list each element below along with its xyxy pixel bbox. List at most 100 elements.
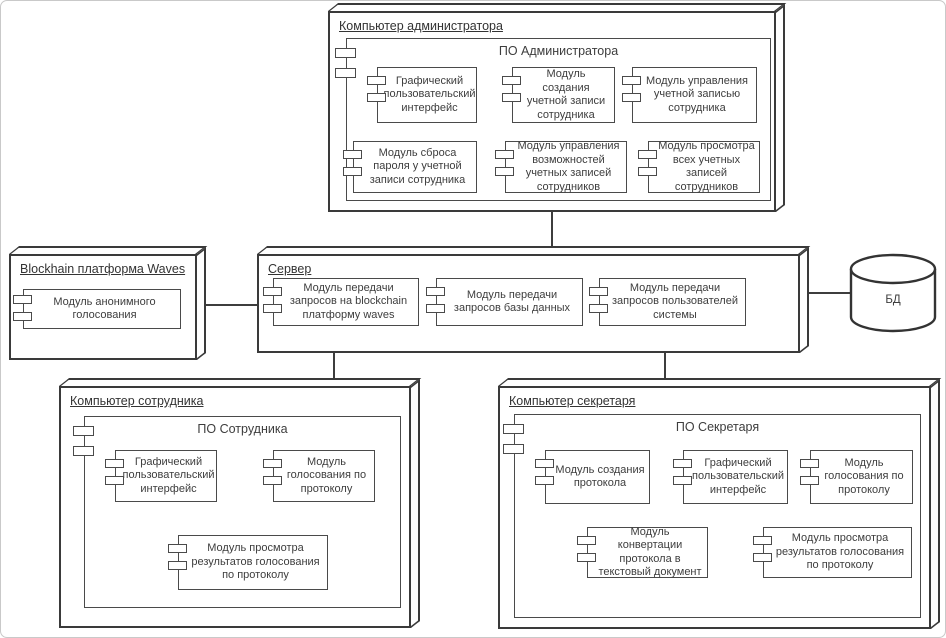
- connector-waves-server: [205, 304, 257, 306]
- component-label: Модуль передачи запросов базы данных: [453, 288, 571, 315]
- software-admin: ПО Администратора Графический пользовате…: [335, 38, 771, 201]
- component-icon: [673, 459, 692, 468]
- component-icon: [73, 426, 94, 436]
- software-label: ПО Секретаря: [675, 420, 760, 434]
- component-label: Модуль просмотра всех учетных записей со…: [658, 140, 755, 193]
- software-label: ПО Сотрудника: [197, 422, 288, 436]
- component-label: Графический пользовательский интерфейс: [691, 456, 785, 496]
- component-icon: [622, 93, 641, 102]
- component-employee-view-results: Модуль просмотра результатов голосования…: [168, 535, 328, 590]
- component-icon: [105, 476, 124, 485]
- component-label: Модуль просмотра результатов голосования…: [191, 542, 320, 582]
- node-admin-computer: Компьютер администратора ПО Администрато…: [328, 11, 776, 212]
- connector-server-employee: [333, 352, 335, 387]
- node-employee-computer: Компьютер сотрудника ПО Сотрудника Графи…: [59, 386, 411, 628]
- component-icon: [502, 93, 521, 102]
- component-icon: [343, 167, 362, 176]
- component-label: Модуль конвертации протокола в текстовый…: [598, 525, 702, 579]
- component-icon: [589, 287, 608, 296]
- node-label: Компьютер сотрудника: [70, 394, 204, 408]
- component-icon: [495, 150, 514, 159]
- component-server-user-requests: Модуль передачи запросов пользователей с…: [589, 278, 746, 326]
- component-label: Модуль передачи запросов пользователей с…: [612, 281, 738, 321]
- component-label: Модуль управления возможностей учетных з…: [517, 140, 620, 193]
- component-label: Модуль просмотра результатов голосования…: [775, 532, 905, 572]
- software-label: ПО Администратора: [498, 44, 619, 58]
- component-icon: [495, 167, 514, 176]
- component-icon: [638, 167, 657, 176]
- component-secretary-view-results: Модуль просмотра результатов голосования…: [753, 527, 912, 578]
- component-icon: [168, 544, 187, 553]
- component-secretary-gui: Графический пользовательский интерфейс: [673, 450, 788, 504]
- connector-server-db: [807, 292, 851, 294]
- connector-admin-server: [551, 212, 553, 254]
- component-icon: [263, 459, 282, 468]
- component-icon: [73, 446, 94, 456]
- component-icon: [105, 459, 124, 468]
- component-icon: [426, 304, 445, 313]
- component-admin-manage-account: Модуль управления учетной записью сотруд…: [622, 67, 757, 123]
- node-server: Сервер Модуль передачи запросов на block…: [257, 254, 800, 353]
- component-icon: [577, 536, 596, 545]
- component-anonymous-voting: Модуль анонимного голосования: [13, 289, 181, 329]
- component-label: Модуль голосования по протоколу: [824, 456, 904, 496]
- component-label: Графический пользовательский интерфейс: [122, 455, 215, 495]
- component-icon: [367, 93, 386, 102]
- component-icon: [426, 287, 445, 296]
- component-icon: [263, 304, 282, 313]
- component-label: Модуль создания протокола: [555, 463, 645, 490]
- connector-server-secretary: [664, 352, 666, 387]
- component-employee-gui: Графический пользовательский интерфейс: [105, 450, 217, 502]
- component-icon: [263, 287, 282, 296]
- component-label: Модуль передачи запросов на blockchain п…: [289, 281, 408, 321]
- node-label: Сервер: [268, 262, 312, 276]
- component-icon: [753, 536, 772, 545]
- component-label: Модуль создания учетной записи сотрудник…: [526, 68, 606, 121]
- component-icon: [502, 76, 521, 85]
- component-server-blockchain-requests: Модуль передачи запросов на blockchain п…: [263, 278, 419, 326]
- component-label: Модуль голосования по протоколу: [286, 455, 367, 495]
- component-icon: [13, 295, 32, 304]
- db-cylinder: БД: [849, 253, 937, 333]
- node-secretary-computer: Компьютер секретаря ПО Секретаря Модуль …: [498, 386, 931, 629]
- component-icon: [503, 424, 524, 434]
- component-label: Модуль анонимного голосования: [53, 295, 156, 322]
- node-label: Blockhain платформа Waves: [20, 262, 186, 276]
- component-admin-view-accounts: Модуль просмотра всех учетных записей со…: [638, 140, 760, 193]
- component-secretary-convert-protocol: Модуль конвертации протокола в текстовый…: [577, 525, 708, 579]
- component-secretary-create-protocol: Модуль создания протокола: [535, 450, 650, 504]
- component-employee-protocol-voting: Модуль голосования по протоколу: [263, 450, 375, 502]
- node-label: Компьютер секретаря: [509, 394, 636, 408]
- component-icon: [168, 561, 187, 570]
- component-secretary-protocol-voting: Модуль голосования по протоколу: [800, 450, 913, 504]
- component-icon: [753, 553, 772, 562]
- component-icon: [638, 150, 657, 159]
- db-label: БД: [885, 294, 901, 306]
- component-icon: [535, 476, 554, 485]
- component-label: Графический пользовательский интерфейс: [383, 74, 476, 114]
- component-icon: [589, 304, 608, 313]
- component-label: Модуль управления учетной записью сотруд…: [645, 74, 749, 114]
- component-icon: [577, 553, 596, 562]
- component-admin-create-account: Модуль создания учетной записи сотрудник…: [502, 67, 615, 123]
- component-icon: [263, 476, 282, 485]
- component-icon: [343, 150, 362, 159]
- component-label: Модуль сброса пароля у учетной записи со…: [369, 146, 466, 186]
- component-icon: [535, 459, 554, 468]
- component-icon: [503, 444, 524, 454]
- component-admin-gui: Графический пользовательский интерфейс: [367, 67, 477, 123]
- component-admin-reset-password: Модуль сброса пароля у учетной записи со…: [343, 141, 477, 193]
- software-employee: ПО Сотрудника Графический пользовательск…: [73, 416, 401, 608]
- node-waves-platform: Blockhain платформа Waves Модуль анонимн…: [9, 254, 197, 360]
- component-icon: [800, 459, 819, 468]
- component-admin-manage-capabilities: Модуль управления возможностей учетных з…: [495, 140, 627, 193]
- component-icon: [335, 48, 356, 58]
- node-label: Компьютер администратора: [339, 19, 503, 33]
- software-secretary: ПО Секретаря Модуль создания протокола Г…: [503, 414, 921, 618]
- component-server-db-requests: Модуль передачи запросов базы данных: [426, 278, 583, 326]
- component-icon: [800, 476, 819, 485]
- component-icon: [335, 68, 356, 78]
- component-icon: [673, 476, 692, 485]
- component-icon: [622, 76, 641, 85]
